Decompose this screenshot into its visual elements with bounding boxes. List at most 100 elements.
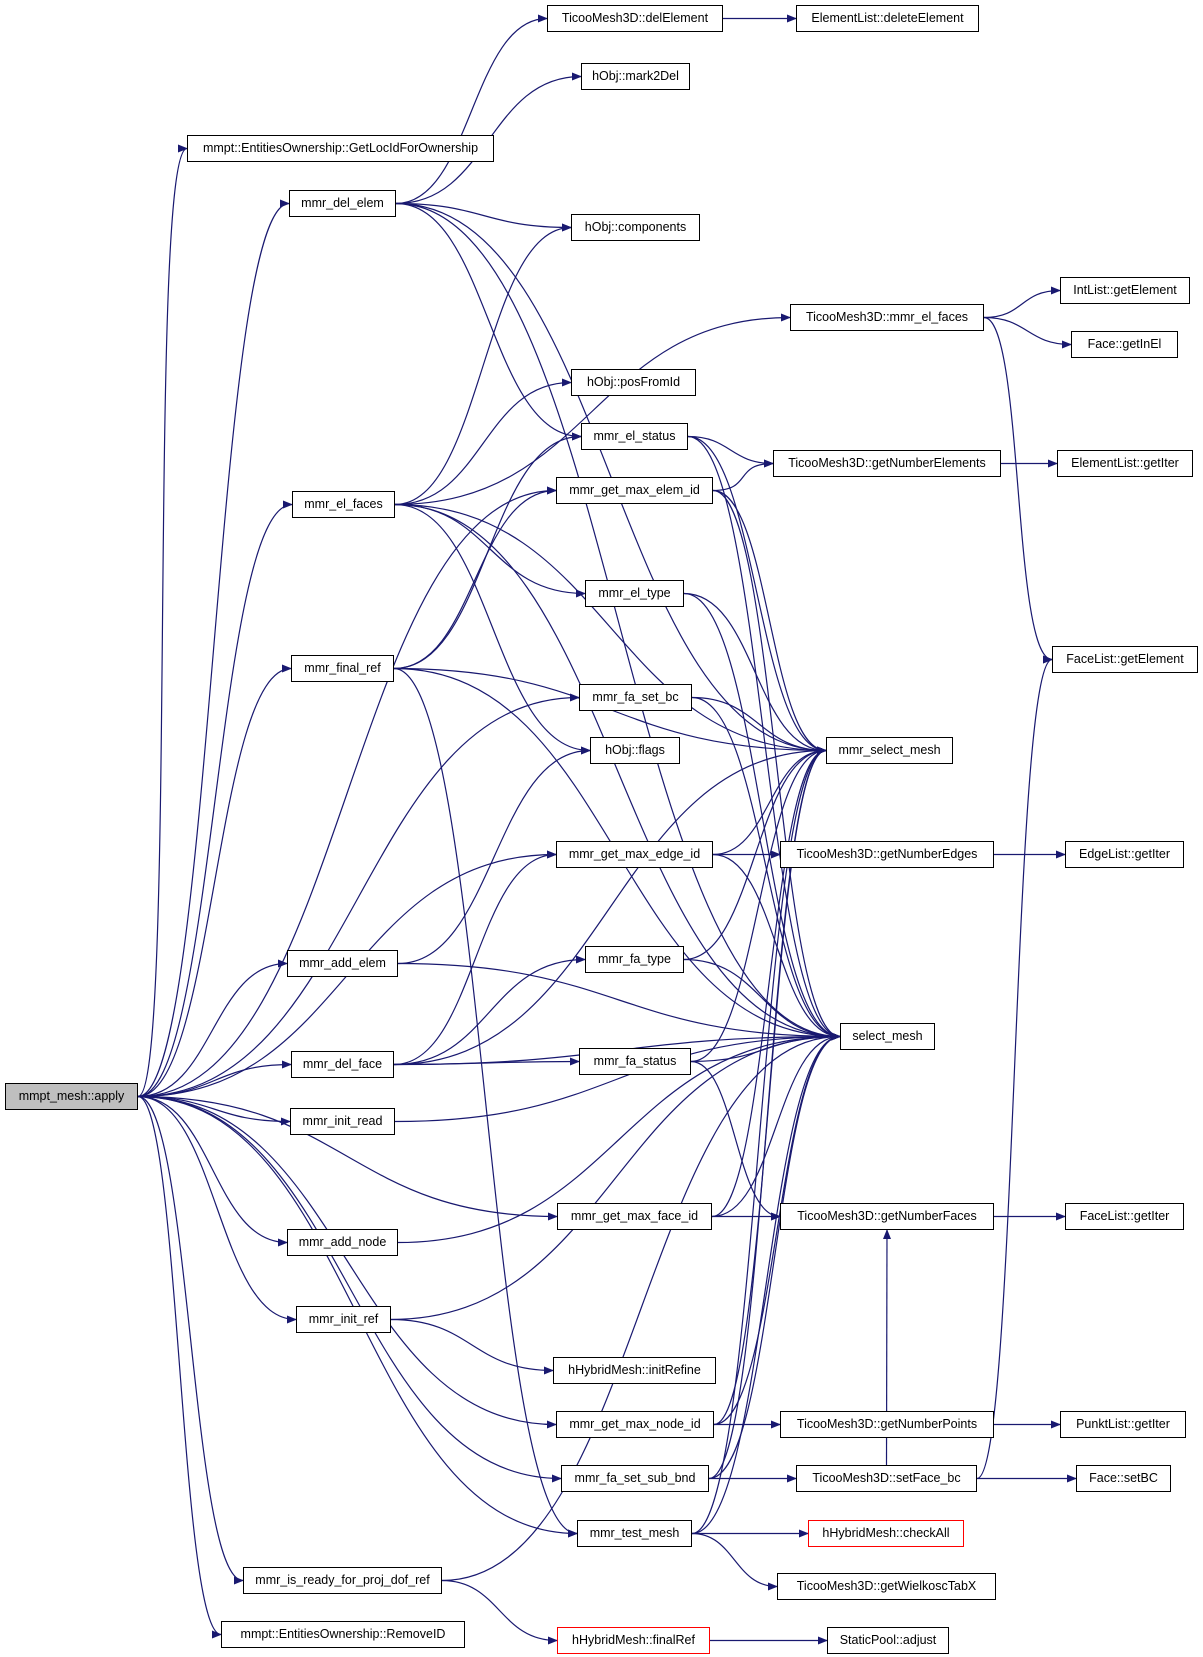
node-mmr-el-type[interactable]: mmr_el_type (585, 580, 684, 607)
call-edge-mmr_final_ref-to-mmr_get_max_elem_id (393, 486, 557, 670)
call-edge-apply-to-mmr_get_max_face_id (137, 1095, 558, 1221)
call-edge-mmr_get_max_elem_id-to-select_mesh (712, 489, 841, 1041)
node-facelist-getiter[interactable]: FaceList::getIter (1065, 1203, 1184, 1230)
call-edge-mmr_init_read-to-select_mesh (394, 1032, 841, 1123)
call-edge-mmr_del_elem-to-del_element (395, 14, 548, 205)
call-edge-mmr_el_faces-to-posfromid (394, 378, 572, 506)
node-hhybridmesh-finalref[interactable]: hHybridMesh::finalRef (557, 1627, 710, 1654)
call-edge-mmr_get_max_edge_id-to-select_mesh (712, 853, 841, 1041)
call-edge-mmr_del_elem-to-components (395, 202, 572, 232)
call-edge-apply-to-mmr_el_faces (137, 500, 293, 1098)
call-edge-apply-to-mmr_fa_set_bc (137, 693, 580, 1098)
node-getlocidforownership[interactable]: mmpt::EntitiesOwnership::GetLocIdForOwne… (187, 135, 494, 162)
call-edge-mmr_add_node-to-select_mesh (397, 1032, 841, 1244)
node-mmr-fa-type[interactable]: mmr_fa_type (585, 946, 684, 973)
call-edge-mmr_fa_set_bc-to-mmr_select_mesh (691, 696, 827, 755)
node-ticoomesh3d-getnumberpoints[interactable]: TicooMesh3D::getNumberPoints (780, 1411, 994, 1438)
node-ticoomesh3d-mmr-el-faces[interactable]: TicooMesh3D::mmr_el_faces (790, 304, 984, 331)
call-edge-mmr_add_elem-to-select_mesh (397, 962, 841, 1041)
call-edge-mmr_el_faces-to-mmr_el_faces_t (394, 313, 791, 506)
call-edge-mmr_del_elem-to-mmr_el_status (395, 202, 582, 441)
call-edge-apply-to-mmr_add_elem (137, 959, 288, 1098)
call-edge-mmr_fa_status-to-mmr_select_mesh (690, 746, 827, 1063)
call-edge-apply-to-mmr_get_max_node_id (137, 1095, 557, 1429)
node-face-getinel[interactable]: Face::getInEl (1071, 331, 1178, 358)
node-hobj-posfromid[interactable]: hObj::posFromId (571, 369, 696, 396)
call-edge-mmr_el_faces-to-hobj_flags (394, 503, 591, 755)
node-mmr-fa-set-sub-bnd[interactable]: mmr_fa_set_sub_bnd (561, 1465, 709, 1492)
call-edge-mmr_fa_type-to-select_mesh (683, 958, 841, 1041)
node-mmr-el-status[interactable]: mmr_el_status (581, 423, 688, 450)
node-elementlist-deleteelement[interactable]: ElementList::deleteElement (796, 5, 979, 32)
call-edge-mmr_test_mesh-to-get_wielkosc (691, 1532, 778, 1591)
node-ticoomesh3d-setface-bc[interactable]: TicooMesh3D::setFace_bc (796, 1465, 977, 1492)
node-mmr-add-elem[interactable]: mmr_add_elem (287, 950, 398, 977)
node-mmr-del-face[interactable]: mmr_del_face (291, 1051, 394, 1078)
node-hhybridmesh-initrefine[interactable]: hHybridMesh::initRefine (553, 1357, 716, 1384)
call-edge-mmr_el_status-to-mmr_select_mesh (687, 435, 827, 755)
node-edgelist-getiter[interactable]: EdgeList::getIter (1065, 841, 1184, 868)
node-select-mesh[interactable]: select_mesh (840, 1023, 935, 1050)
node-ticoomesh3d-getnumberfaces[interactable]: TicooMesh3D::getNumberFaces (780, 1203, 994, 1230)
call-edge-mmr_el_status-to-select_mesh (687, 435, 841, 1041)
call-edge-mmr_del_elem-to-select_mesh (395, 202, 841, 1041)
node-mmr-fa-status[interactable]: mmr_fa_status (579, 1048, 691, 1075)
call-edge-mmr_el_status-to-get_num_elements (687, 435, 774, 468)
node-hobj-components[interactable]: hObj::components (571, 214, 700, 241)
node-ticoomesh3d-getnumberedges[interactable]: TicooMesh3D::getNumberEdges (780, 841, 994, 868)
node-mmr-get-max-face-id[interactable]: mmr_get_max_face_id (557, 1203, 712, 1230)
call-edge-mmr_get_max_face_id-to-mmr_select_mesh (711, 746, 827, 1218)
call-edge-apply-to-get_locid (137, 144, 188, 1098)
call-edge-mmr_del_face-to-mmr_fa_type (393, 955, 586, 1066)
node-mmr-test-mesh[interactable]: mmr_test_mesh (577, 1520, 692, 1547)
call-edge-apply-to-mmr_del_face (137, 1060, 292, 1098)
call-edge-apply-to-mmr_final_ref (137, 664, 292, 1098)
call-edge-mmr_el_faces-to-mmr_select_mesh (394, 503, 827, 755)
node-ticoomesh3d-delelement[interactable]: TicooMesh3D::delElement (547, 5, 723, 32)
call-edge-mmr_get_max_edge_id-to-mmr_select_mesh (712, 746, 827, 856)
call-edge-mmr_fa_set_sub_bnd-to-select_mesh (708, 1032, 841, 1480)
call-edge-apply-to-mmr_del_elem (137, 199, 290, 1098)
call-edge-apply-to-mmr_add_node (137, 1095, 288, 1247)
node-intlist-getelement[interactable]: IntList::getElement (1060, 277, 1190, 304)
node-hobj-mark2del[interactable]: hObj::mark2Del (581, 63, 690, 90)
call-edge-mmr_final_ref-to-mmr_test_mesh (393, 667, 578, 1538)
call-edge-mmr_del_face-to-mmr_select_mesh (393, 746, 827, 1066)
call-edge-mmr_init_ref-to-init_refine (390, 1318, 554, 1375)
node-mmpt-mesh-apply[interactable]: mmpt_mesh::apply (5, 1083, 138, 1110)
node-mmr-add-node[interactable]: mmr_add_node (287, 1229, 398, 1256)
node-mmr-final-ref[interactable]: mmr_final_ref (291, 655, 394, 682)
call-edge-mmr_el_type-to-mmr_select_mesh (683, 592, 827, 755)
node-ticoomesh3d-getwielkosctabx[interactable]: TicooMesh3D::getWielkoscTabX (777, 1573, 996, 1600)
node-mmr-select-mesh[interactable]: mmr_select_mesh (826, 737, 953, 764)
node-hhybridmesh-checkall[interactable]: hHybridMesh::checkAll (808, 1520, 964, 1547)
node-mmr-get-max-node-id[interactable]: mmr_get_max_node_id (556, 1411, 714, 1438)
node-mmr-el-faces[interactable]: mmr_el_faces (292, 491, 395, 518)
node-mmr-init-ref[interactable]: mmr_init_ref (296, 1306, 391, 1333)
node-mmr-is-ready-for-proj-dof-ref[interactable]: mmr_is_ready_for_proj_dof_ref (243, 1567, 442, 1594)
call-edge-mmr_get_max_elem_id-to-mmr_select_mesh (712, 489, 827, 755)
node-elementlist-getiter[interactable]: ElementList::getIter (1057, 450, 1193, 477)
call-edge-apply-to-mmr_is_ready (137, 1095, 244, 1585)
node-face-setbc[interactable]: Face::setBC (1076, 1465, 1171, 1492)
node-facelist-getelement[interactable]: FaceList::getElement (1052, 646, 1198, 673)
call-edge-mmr_el_faces_t-to-face_getinel (983, 316, 1072, 349)
node-punktlist-getiter[interactable]: PunktList::getIter (1060, 1411, 1186, 1438)
node-ticoomesh3d-getnumberelements[interactable]: TicooMesh3D::getNumberElements (773, 450, 1001, 477)
node-entitiesownership-removeid[interactable]: mmpt::EntitiesOwnership::RemoveID (221, 1621, 465, 1648)
node-mmr-fa-set-bc[interactable]: mmr_fa_set_bc (579, 684, 692, 711)
node-mmr-init-read[interactable]: mmr_init_read (290, 1108, 395, 1135)
node-mmr-get-max-elem-id[interactable]: mmr_get_max_elem_id (556, 477, 713, 504)
call-edge-apply-to-mmr_init_ref (137, 1095, 297, 1324)
node-mmr-get-max-edge-id[interactable]: mmr_get_max_edge_id (556, 841, 713, 868)
node-hobj-flags[interactable]: hObj::flags (590, 737, 680, 764)
node-staticpool-adjust[interactable]: StaticPool::adjust (827, 1627, 949, 1654)
call-edge-mmr_el_faces-to-components (394, 223, 572, 506)
node-mmr-del-elem[interactable]: mmr_del_elem (289, 190, 396, 217)
call-edge-mmr_add_elem-to-hobj_flags (397, 746, 591, 965)
call-edge-mmr_fa_type-to-mmr_select_mesh (683, 746, 827, 961)
call-edge-apply-to-remove_id (137, 1095, 222, 1639)
call-edge-mmr_test_mesh-to-mmr_select_mesh (691, 746, 827, 1535)
